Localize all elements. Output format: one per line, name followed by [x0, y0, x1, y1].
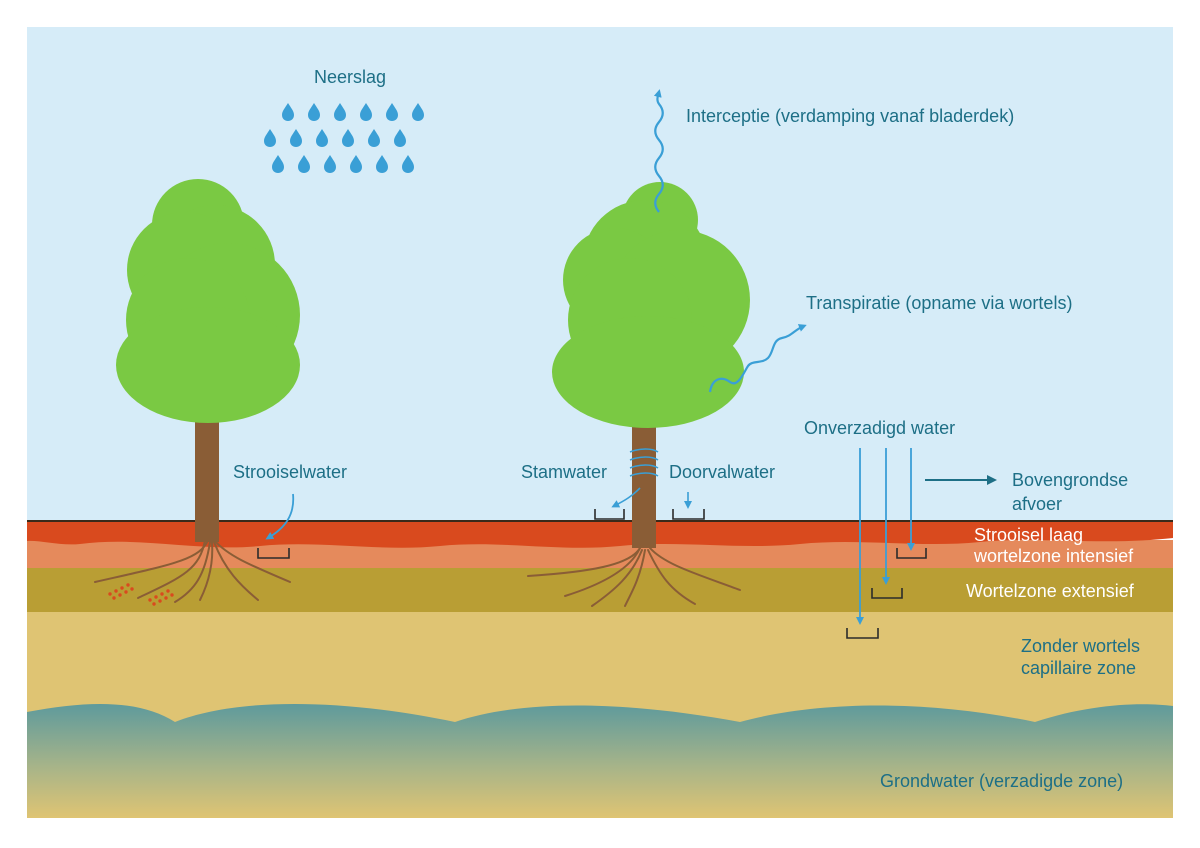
label-neerslag: Neerslag: [314, 67, 387, 87]
trunk-right: [632, 420, 656, 548]
stem-water-swirl: [611, 448, 659, 508]
layer-zonder-wortels: Zonder wortels: [1021, 636, 1141, 656]
label-onverzadigd-water: Onverzadigd water: [804, 418, 956, 438]
label-interceptie: Interceptie (verdamping vanaf bladerdek): [686, 106, 1015, 126]
label-doorvalwater: Doorvalwater: [669, 462, 776, 482]
layer-wortelzone-intensief: wortelzone intensief: [974, 546, 1134, 566]
groundwater-zone: [27, 703, 1173, 818]
interception-arrow: [653, 89, 664, 213]
root-zone-extensive-layer: [27, 566, 1173, 612]
label-strooiselwater: Strooiselwater: [233, 462, 348, 482]
label-bovengrondse: Bovengrondse: [1012, 470, 1129, 490]
canopy-right: [552, 182, 750, 428]
label-transpiratie: Transpiratie (opname via wortels): [806, 293, 1073, 313]
litter-particles: [108, 583, 174, 606]
tree-right: [527, 182, 750, 607]
label-afvoer: afvoer: [1012, 494, 1063, 514]
layer-strooisel: Strooisel laag: [974, 525, 1084, 545]
roots-left: [94, 539, 291, 603]
trunk-left: [195, 418, 219, 542]
layer-grondwater: Grondwater (verzadigde zone): [880, 771, 1124, 791]
canopy-left: [116, 179, 300, 423]
label-stamwater: Stamwater: [521, 462, 608, 482]
layer-capillaire-zone: capillaire zone: [1021, 658, 1137, 678]
collector-trays: [257, 509, 927, 639]
layer-wortelzone-extensief: Wortelzone extensief: [966, 581, 1134, 601]
tree-left: [94, 179, 300, 603]
roots-right: [527, 547, 741, 607]
transpiration-arrow: [708, 324, 807, 393]
litter-water-arrow: [265, 493, 295, 540]
